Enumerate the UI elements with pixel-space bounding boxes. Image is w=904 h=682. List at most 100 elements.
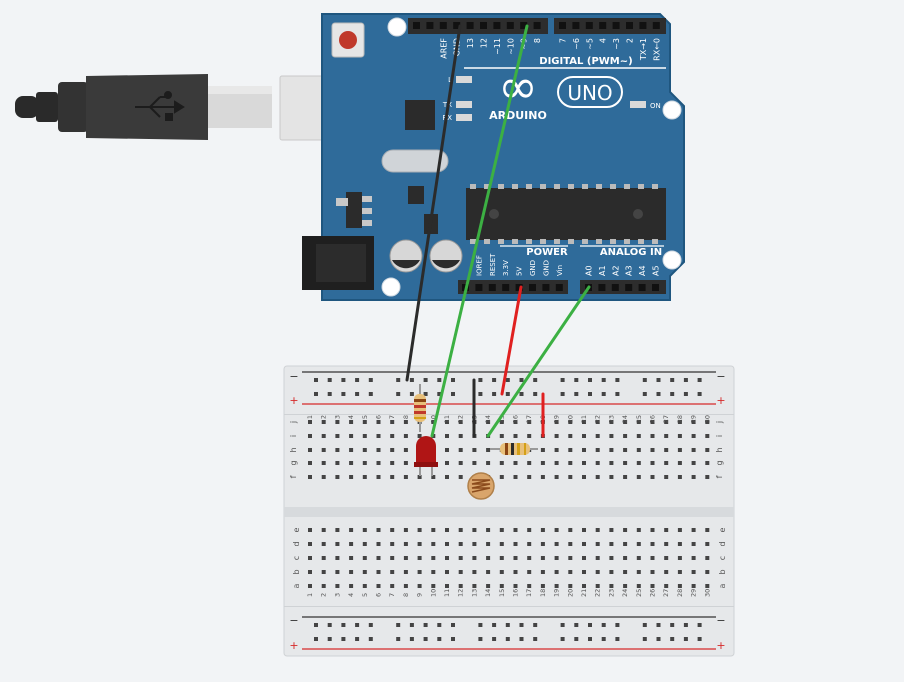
rail-hole[interactable] <box>519 623 524 627</box>
breadboard-hole[interactable] <box>636 584 641 588</box>
header-pin-hole[interactable] <box>480 22 487 29</box>
rail-hole[interactable] <box>355 392 360 396</box>
breadboard-hole[interactable] <box>390 461 395 465</box>
breadboard-hole[interactable] <box>609 542 614 546</box>
breadboard-hole[interactable] <box>609 584 614 588</box>
rail-hole[interactable] <box>409 637 414 641</box>
breadboard-hole[interactable] <box>321 448 326 452</box>
breadboard-hole[interactable] <box>445 542 449 546</box>
breadboard-hole[interactable] <box>664 528 669 532</box>
breadboard-hole[interactable] <box>527 556 532 560</box>
breadboard-hole[interactable] <box>705 420 710 424</box>
breadboard-hole[interactable] <box>486 420 491 424</box>
breadboard-hole[interactable] <box>691 570 696 574</box>
breadboard-hole[interactable] <box>417 570 422 574</box>
breadboard-hole[interactable] <box>458 420 463 424</box>
breadboard-hole[interactable] <box>403 434 408 438</box>
rail-hole[interactable] <box>437 623 442 627</box>
breadboard-hole[interactable] <box>691 528 696 532</box>
breadboard-hole[interactable] <box>499 461 504 465</box>
rail-hole[interactable] <box>560 392 565 396</box>
breadboard-hole[interactable] <box>308 542 312 546</box>
breadboard-hole[interactable] <box>431 542 436 546</box>
breadboard-hole[interactable] <box>390 420 395 424</box>
rail-hole[interactable] <box>409 392 414 396</box>
breadboard-hole[interactable] <box>349 434 354 438</box>
rail-hole[interactable] <box>341 392 346 396</box>
breadboard-hole[interactable] <box>349 570 354 574</box>
breadboard-hole[interactable] <box>527 542 532 546</box>
breadboard-hole[interactable] <box>595 448 600 452</box>
breadboard-hole[interactable] <box>677 461 682 465</box>
breadboard-hole[interactable] <box>554 556 559 560</box>
breadboard-hole[interactable] <box>349 542 354 546</box>
rail-hole[interactable] <box>697 378 702 382</box>
header-pin-hole[interactable] <box>555 284 563 291</box>
breadboard-hole[interactable] <box>335 556 340 560</box>
rail-hole[interactable] <box>478 637 483 641</box>
breadboard-hole[interactable] <box>335 475 340 479</box>
breadboard-hole[interactable] <box>554 420 559 424</box>
breadboard-hole[interactable] <box>403 542 408 546</box>
breadboard-hole[interactable] <box>527 461 532 465</box>
breadboard-hole[interactable] <box>677 434 682 438</box>
rail-hole[interactable] <box>670 637 675 641</box>
breadboard-hole[interactable] <box>376 475 381 479</box>
breadboard-hole[interactable] <box>349 420 354 424</box>
rail-hole[interactable] <box>574 623 579 627</box>
breadboard-hole[interactable] <box>582 556 586 560</box>
rail-hole[interactable] <box>423 623 428 627</box>
breadboard-hole[interactable] <box>623 461 628 465</box>
breadboard-hole[interactable] <box>445 570 449 574</box>
breadboard-hole[interactable] <box>308 448 312 452</box>
rail-hole[interactable] <box>396 623 401 627</box>
breadboard-hole[interactable] <box>499 584 504 588</box>
rail-hole[interactable] <box>368 637 373 641</box>
breadboard-hole[interactable] <box>568 434 573 438</box>
breadboard-hole[interactable] <box>568 420 573 424</box>
breadboard-hole[interactable] <box>623 528 628 532</box>
wire-5v-red[interactable] <box>500 285 523 396</box>
breadboard-hole[interactable] <box>513 556 518 560</box>
rail-hole[interactable] <box>615 623 620 627</box>
breadboard-hole[interactable] <box>677 570 682 574</box>
rail-hole[interactable] <box>588 392 592 396</box>
rail-hole[interactable] <box>341 637 346 641</box>
breadboard-hole[interactable] <box>609 556 614 560</box>
breadboard-hole[interactable] <box>540 570 545 574</box>
breadboard-hole[interactable] <box>390 542 395 546</box>
breadboard-hole[interactable] <box>554 570 559 574</box>
rail-hole[interactable] <box>670 378 675 382</box>
breadboard-hole[interactable] <box>390 434 395 438</box>
breadboard-hole[interactable] <box>417 434 422 438</box>
photoresistor[interactable] <box>467 472 495 500</box>
breadboard-hole[interactable] <box>568 542 573 546</box>
rail-hole[interactable] <box>656 623 661 627</box>
breadboard-hole[interactable] <box>321 528 326 532</box>
breadboard-hole[interactable] <box>362 542 367 546</box>
breadboard-hole[interactable] <box>650 448 655 452</box>
rail-hole[interactable] <box>670 623 675 627</box>
header-pin-hole[interactable] <box>652 284 659 291</box>
rail-hole[interactable] <box>642 623 647 627</box>
breadboard-hole[interactable] <box>376 420 381 424</box>
rail-hole[interactable] <box>519 637 524 641</box>
breadboard-hole[interactable] <box>486 570 491 574</box>
breadboard-hole[interactable] <box>431 420 436 424</box>
breadboard-hole[interactable] <box>636 434 641 438</box>
breadboard-hole[interactable] <box>403 461 408 465</box>
rail-hole[interactable] <box>560 378 565 382</box>
breadboard-hole[interactable] <box>349 528 354 532</box>
breadboard-hole[interactable] <box>472 542 477 546</box>
breadboard-hole[interactable] <box>636 556 641 560</box>
breadboard-hole[interactable] <box>636 528 641 532</box>
rail-hole[interactable] <box>437 378 442 382</box>
rail-hole[interactable] <box>492 637 497 641</box>
wire-a0-green[interactable] <box>486 285 591 438</box>
header-pin-hole[interactable] <box>572 22 580 29</box>
rail-hole[interactable] <box>478 378 483 382</box>
breadboard-hole[interactable] <box>664 434 669 438</box>
rail-hole[interactable] <box>601 637 606 641</box>
rail-hole[interactable] <box>642 637 647 641</box>
breadboard-hole[interactable] <box>499 420 504 424</box>
